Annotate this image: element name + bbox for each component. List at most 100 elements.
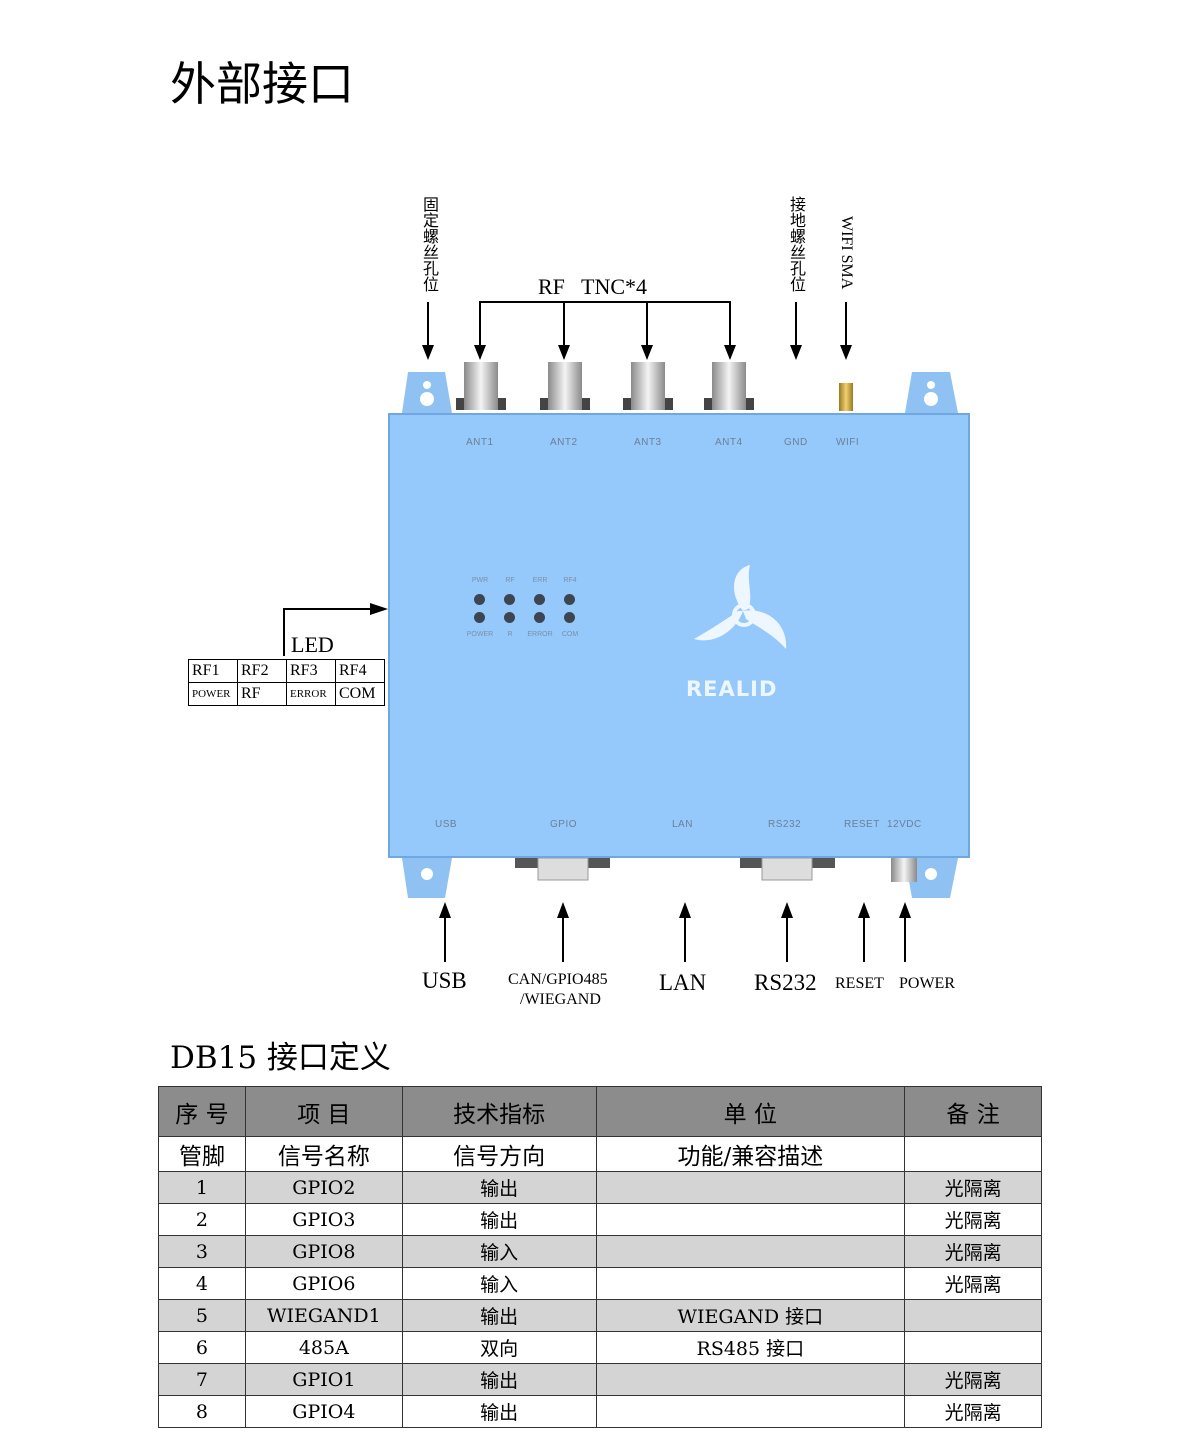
port-lan: LAN bbox=[672, 819, 693, 830]
port-rs232: RS232 bbox=[768, 819, 802, 830]
cell-signal: GPIO4 bbox=[244, 1395, 403, 1428]
cell-pin: 4 bbox=[158, 1267, 246, 1300]
cell-pin: 7 bbox=[158, 1363, 246, 1396]
led-indicator bbox=[504, 612, 515, 623]
lan-label: LAN bbox=[659, 970, 707, 995]
header-cell: 备 注 bbox=[904, 1086, 1042, 1137]
cell-direction: 输出 bbox=[401, 1395, 597, 1428]
cell-signal: GPIO3 bbox=[244, 1203, 403, 1236]
table-subheader-row: 管脚 信号名称 信号方向 功能/兼容描述 bbox=[158, 1136, 1042, 1172]
reset-label: RESET bbox=[835, 975, 884, 992]
realid-logo-text: REALID bbox=[686, 677, 778, 701]
led-bottom-label: COM bbox=[561, 631, 579, 638]
led-top-label: PWR bbox=[471, 577, 489, 584]
port-ant3: ANT3 bbox=[634, 437, 662, 448]
cell-direction: 输出 bbox=[401, 1171, 597, 1204]
cell-description bbox=[595, 1235, 906, 1268]
cell-direction: 输出 bbox=[401, 1203, 597, 1236]
subheader-cell: 信号名称 bbox=[244, 1136, 403, 1172]
led-indicator bbox=[564, 612, 575, 623]
rs232-label: RS232 bbox=[754, 970, 817, 995]
wifi-sma-connector bbox=[839, 383, 853, 411]
cell-direction: 输出 bbox=[401, 1299, 597, 1332]
cell-description: WIEGAND 接口 bbox=[595, 1299, 906, 1332]
led-top-label: ERR bbox=[532, 577, 548, 584]
header-cell: 序 号 bbox=[158, 1086, 246, 1137]
cell-pin: 8 bbox=[158, 1395, 246, 1428]
cell-signal: GPIO8 bbox=[244, 1235, 403, 1268]
led-top-label: RF4 bbox=[563, 577, 577, 584]
header-cell: 项 目 bbox=[244, 1086, 403, 1137]
header-cell: 技术指标 bbox=[401, 1086, 597, 1137]
port-gnd: GND bbox=[784, 437, 808, 448]
port-gpio: GPIO bbox=[550, 819, 578, 830]
mount-hole-label: 固定螺丝孔位 bbox=[420, 196, 439, 292]
port-ant4: ANT4 bbox=[715, 437, 743, 448]
wiegand-label: /WIEGAND bbox=[520, 991, 601, 1008]
page-title: 外部接口 bbox=[170, 57, 354, 111]
subheader-cell: 管脚 bbox=[158, 1136, 246, 1172]
tnc-connectors bbox=[456, 362, 754, 410]
interface-diagram bbox=[283, 301, 958, 962]
cell-pin: 6 bbox=[158, 1331, 246, 1364]
cell-note bbox=[904, 1331, 1042, 1364]
cell-signal: GPIO6 bbox=[244, 1267, 403, 1300]
subheader-cell: 信号方向 bbox=[401, 1136, 597, 1172]
led-cell: RF4 bbox=[335, 659, 385, 683]
led-bottom-label: ERROR bbox=[527, 631, 553, 638]
top-arrows bbox=[427, 301, 847, 358]
table-header-row: 序 号 项 目 技术指标 单 位 备 注 bbox=[158, 1086, 1042, 1137]
cell-direction: 输出 bbox=[401, 1363, 597, 1396]
cell-signal: 485A bbox=[244, 1331, 403, 1364]
led-label: LED bbox=[291, 632, 334, 657]
cell-note: 光隔离 bbox=[904, 1171, 1042, 1204]
led-cell: COM bbox=[335, 682, 385, 706]
led-indicator bbox=[534, 594, 545, 605]
top-arrowheads bbox=[422, 345, 852, 360]
db15-title: DB15 接口定义 bbox=[170, 1040, 391, 1076]
led-cell: ERROR bbox=[286, 682, 336, 706]
rf-tnc-label: RF TNC*4 bbox=[538, 274, 648, 299]
bottom-arrows bbox=[444, 912, 906, 962]
ground-hole-label: 接地螺丝孔位 bbox=[787, 196, 806, 292]
led-cell: RF2 bbox=[237, 659, 287, 683]
cell-note: 光隔离 bbox=[904, 1203, 1042, 1236]
led-cell: POWER bbox=[188, 682, 238, 706]
led-cell: RF3 bbox=[286, 659, 336, 683]
subheader-cell: 功能/兼容描述 bbox=[595, 1136, 906, 1172]
cell-description: RS485 接口 bbox=[595, 1331, 906, 1364]
cell-note: 光隔离 bbox=[904, 1235, 1042, 1268]
led-indicator bbox=[474, 594, 485, 605]
bottom-connectors bbox=[515, 857, 917, 882]
cell-description bbox=[595, 1395, 906, 1428]
cell-note: 光隔离 bbox=[904, 1267, 1042, 1300]
port-ant1: ANT1 bbox=[466, 437, 494, 448]
cell-signal: GPIO1 bbox=[244, 1363, 403, 1396]
port-wifi: WIFI bbox=[836, 437, 860, 448]
led-indicator bbox=[504, 594, 515, 605]
cell-pin: 1 bbox=[158, 1171, 246, 1204]
cell-direction: 输入 bbox=[401, 1235, 597, 1268]
db15-table: 序 号 项 目 技术指标 单 位 备 注 管脚 信号名称 信号方向 功能/兼容描… bbox=[158, 1086, 1042, 1428]
cell-direction: 输入 bbox=[401, 1267, 597, 1300]
port-usb: USB bbox=[435, 819, 458, 830]
mount-holes bbox=[420, 381, 938, 880]
reader-device: ANT1 ANT2 ANT3 ANT4 GND WIFI PWR RF ERR … bbox=[388, 413, 970, 858]
cell-signal: WIEGAND1 bbox=[244, 1299, 403, 1332]
realid-logo-icon bbox=[694, 565, 787, 649]
led-top-label: RF bbox=[505, 577, 515, 584]
cell-pin: 3 bbox=[158, 1235, 246, 1268]
cell-description bbox=[595, 1267, 906, 1300]
cell-note: 光隔离 bbox=[904, 1395, 1042, 1428]
usb-label: USB bbox=[422, 968, 467, 993]
cell-pin: 5 bbox=[158, 1299, 246, 1332]
